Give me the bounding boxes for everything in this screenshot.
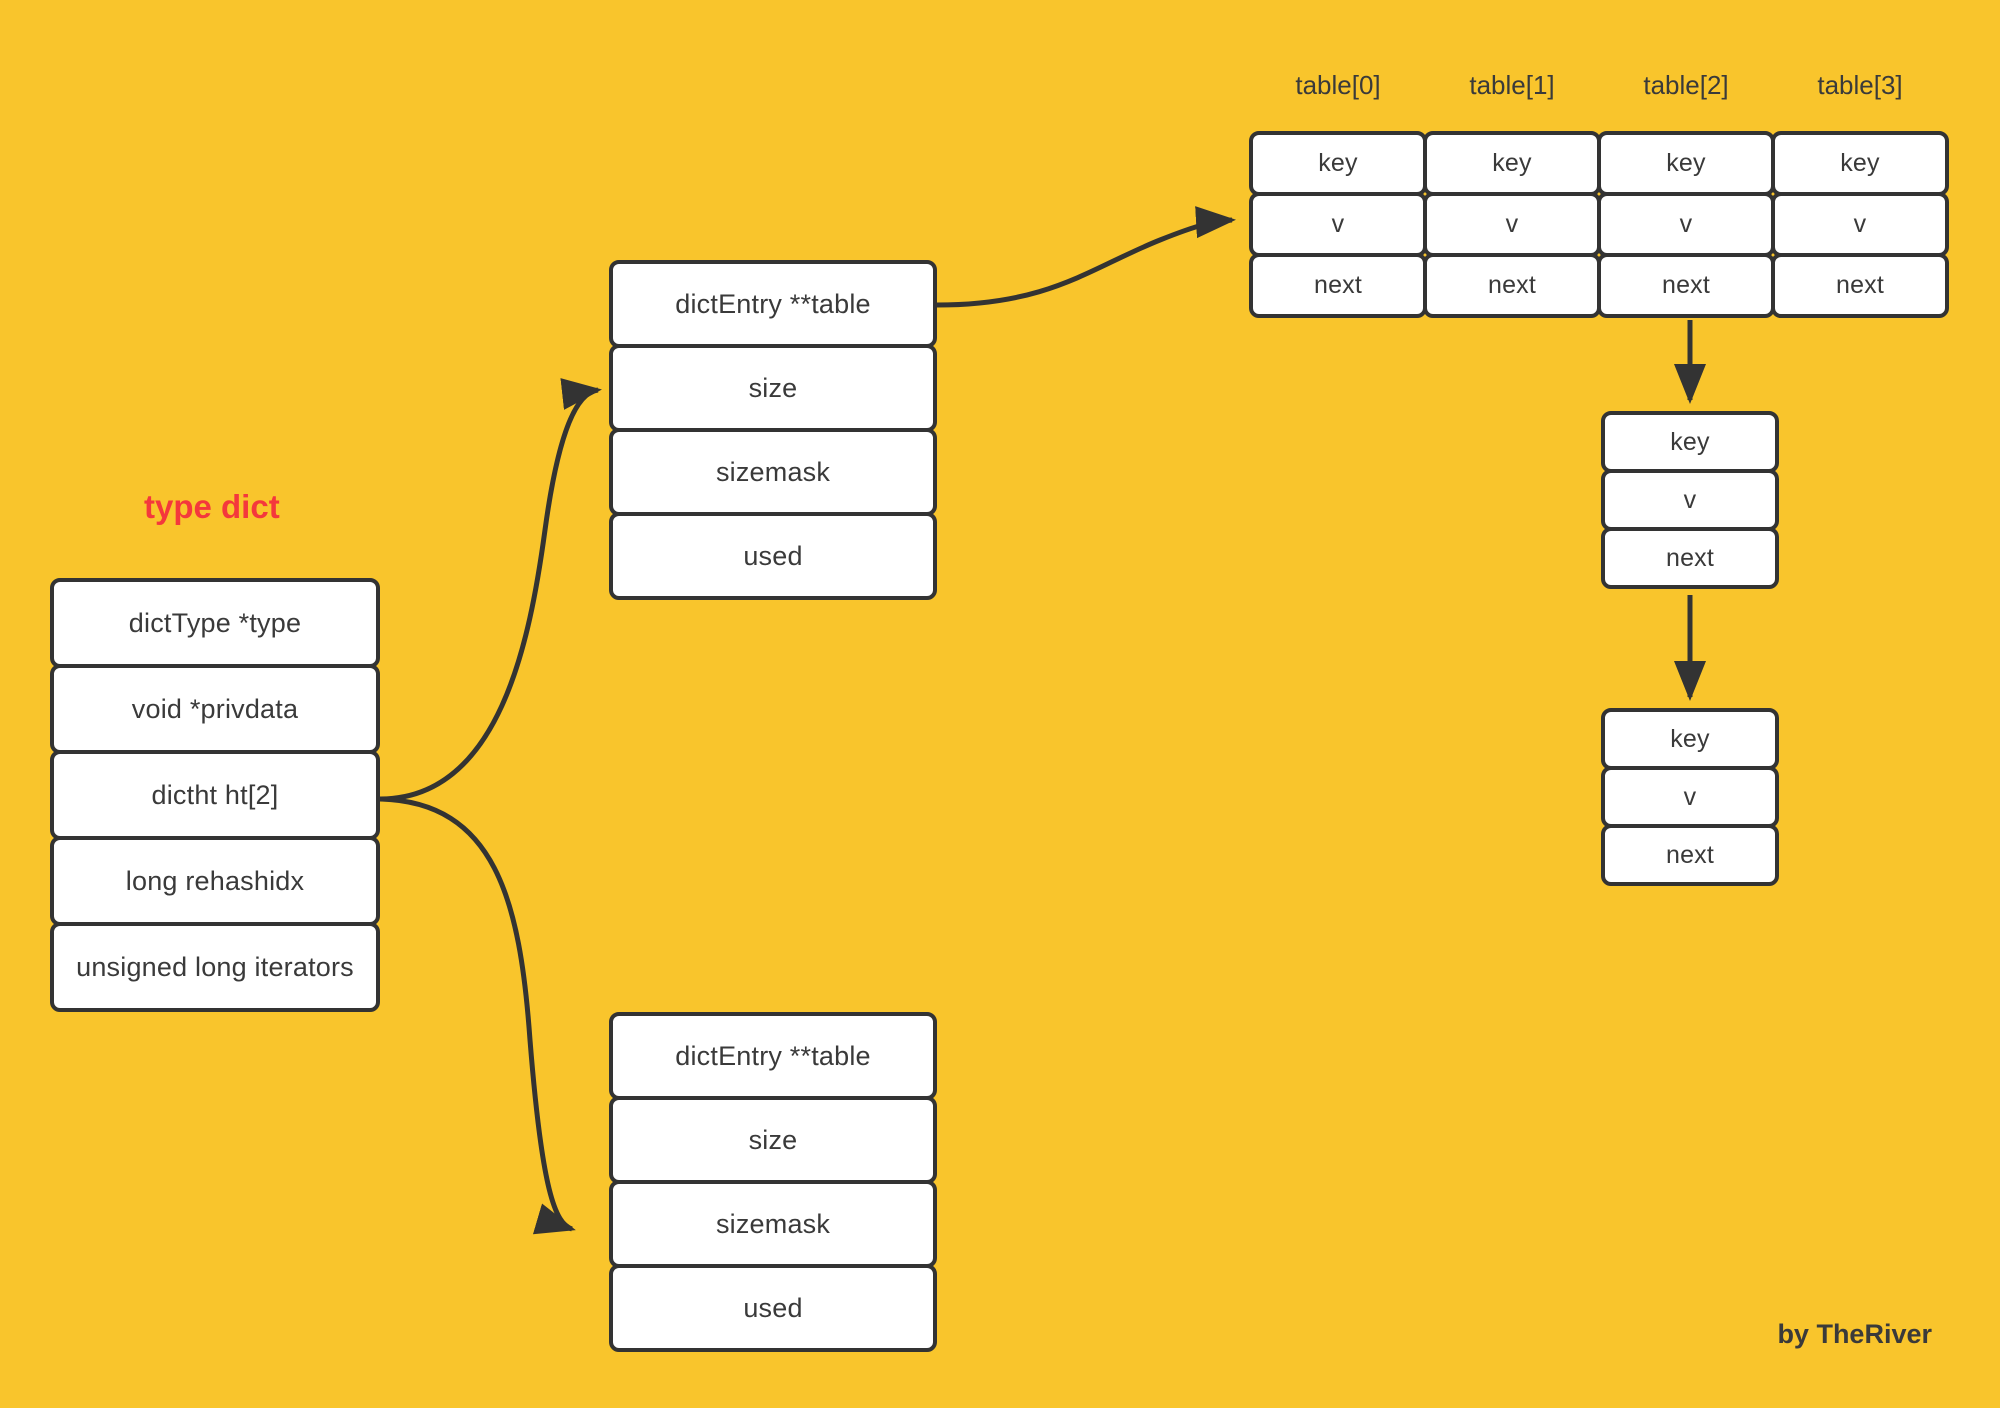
chain-entry-node-1: key v next	[1601, 411, 1779, 589]
page-title: type dict	[144, 488, 280, 525]
chain-2-v: v	[1601, 766, 1779, 828]
bucket-header-0: table[0]	[1295, 70, 1381, 100]
ht0-field-table: dictEntry **table	[609, 260, 937, 348]
ht0-field-used: used	[609, 512, 937, 600]
dict-field-ht: dictht ht[2]	[50, 750, 380, 840]
bucket-header-1: table[1]	[1469, 70, 1555, 100]
chain-1-v: v	[1601, 469, 1779, 531]
ht1-field-size: size	[609, 1096, 937, 1184]
bucket-2-key: key	[1597, 131, 1775, 196]
bucket-3-next: next	[1771, 253, 1949, 318]
dictht-struct-ht1: dictEntry **table size sizemask used	[609, 1012, 937, 1352]
chain-2-next: next	[1601, 824, 1779, 886]
dict-field-iterators: unsigned long iterators	[50, 922, 380, 1012]
dict-field-privdata: void *privdata	[50, 664, 380, 754]
chain-2-key: key	[1601, 708, 1779, 770]
dict-field-rehashidx: long rehashidx	[50, 836, 380, 926]
bucket-1-v: v	[1423, 192, 1601, 257]
connector-ht-to-ht0	[379, 378, 602, 802]
bucket-3: key v next	[1771, 131, 1949, 318]
bucket-0: key v next	[1249, 131, 1427, 318]
connector-ht-to-ht1	[379, 796, 576, 1235]
bucket-header-2: table[2]	[1643, 70, 1729, 100]
ht1-field-sizemask: sizemask	[609, 1180, 937, 1268]
bucket-1-next: next	[1423, 253, 1601, 318]
ht0-field-sizemask: sizemask	[609, 428, 937, 516]
bucket-0-key: key	[1249, 131, 1427, 196]
bucket-2-next: next	[1597, 253, 1775, 318]
dict-struct: dictType *type void *privdata dictht ht[…	[50, 578, 380, 1012]
chain-entry-node-2: key v next	[1601, 708, 1779, 886]
dictht-struct-ht0: dictEntry **table size sizemask used	[609, 260, 937, 600]
ht1-field-used: used	[609, 1264, 937, 1352]
ht0-field-size: size	[609, 344, 937, 432]
dict-field-type: dictType *type	[50, 578, 380, 668]
connector-table-to-buckets	[936, 206, 1236, 308]
chain-1-next: next	[1601, 527, 1779, 589]
bucket-1: key v next	[1423, 131, 1601, 318]
bucket-3-key: key	[1771, 131, 1949, 196]
bucket-2-v: v	[1597, 192, 1775, 257]
bucket-0-v: v	[1249, 192, 1427, 257]
bucket-2: key v next	[1597, 131, 1775, 318]
ht1-field-table: dictEntry **table	[609, 1012, 937, 1100]
bucket-header-3: table[3]	[1817, 70, 1903, 100]
bucket-1-key: key	[1423, 131, 1601, 196]
chain-1-key: key	[1601, 411, 1779, 473]
author-credit: by TheRiver	[1777, 1319, 1932, 1349]
bucket-3-v: v	[1771, 192, 1949, 257]
bucket-0-next: next	[1249, 253, 1427, 318]
bucket-array: key v next key v next key v next key v n…	[1249, 131, 1949, 318]
